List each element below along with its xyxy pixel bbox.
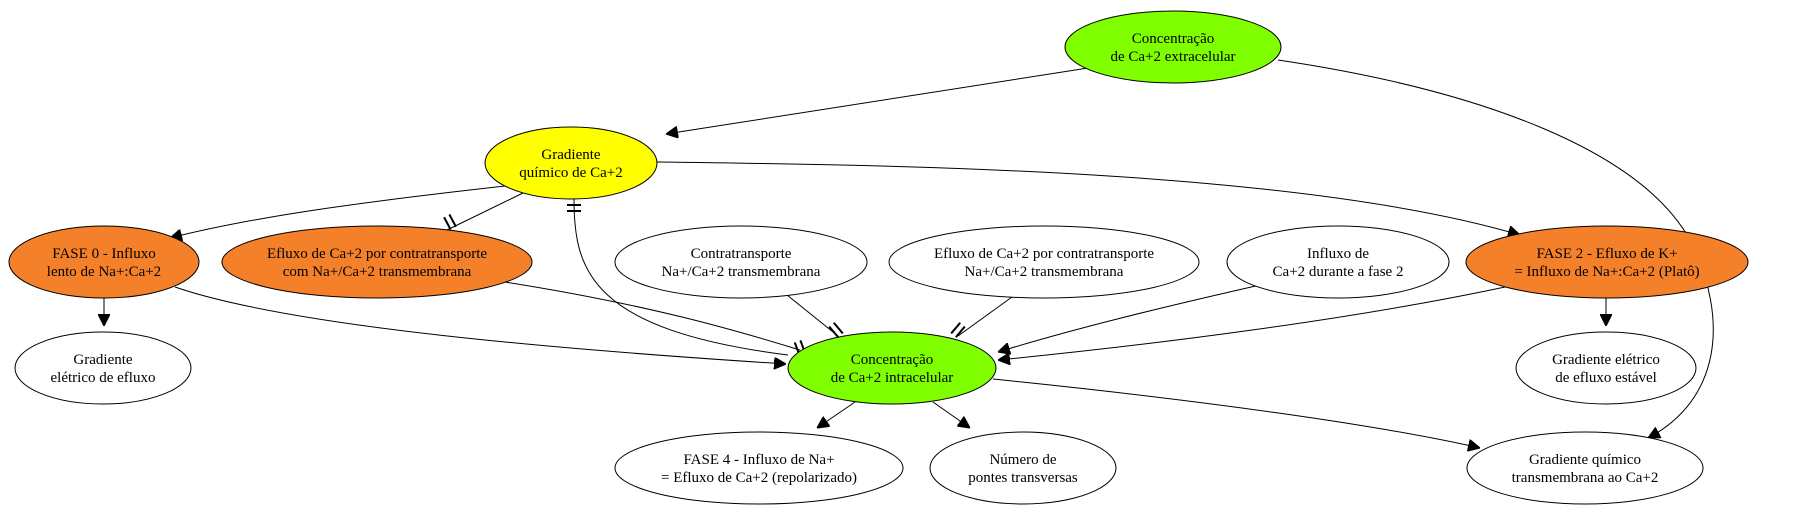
edge-influxo_fase2-to-ca_intra xyxy=(998,284,1261,352)
edge-line xyxy=(174,286,786,364)
edge-grad_quimico-to-efluxo_contra_laranja xyxy=(443,192,524,231)
node-label-line: Concentração xyxy=(1132,31,1214,47)
node-ellipse xyxy=(221,225,533,299)
node-fase4: FASE 4 - Influxo de Na+ = Efluxo de Ca+2 … xyxy=(614,431,904,505)
node-label-line: Gradiente elétrico xyxy=(1552,352,1660,368)
node-label-line: Ca+2 durante a fase 2 xyxy=(1273,264,1404,280)
node-label-line: FASE 4 - Influxo de Na+ xyxy=(683,452,834,468)
node-label-line: elétrico de efluxo xyxy=(51,370,156,386)
node-ellipse xyxy=(484,126,658,200)
node-label-line: Influxo de xyxy=(1307,246,1369,262)
node-label-line: Efluxo de Ca+2 por contratransporte xyxy=(934,246,1154,262)
edges-layer xyxy=(104,59,1714,448)
edge-ca_intra-to-pontes xyxy=(932,401,970,428)
node-efluxo-contra-laranja: Efluxo de Ca+2 por contratransporte com N… xyxy=(221,225,533,299)
node-efluxo-contra-branco: Efluxo de Ca+2 por contratransporteNa+/C… xyxy=(888,225,1200,299)
node-ellipse xyxy=(787,331,997,405)
edge-ca_intra-to-fase4 xyxy=(817,401,856,428)
edge-grad_quimico-to-fase2 xyxy=(655,161,1520,235)
node-label-line: FASE 2 - Efluxo de K+ xyxy=(1536,246,1677,262)
node-ellipse xyxy=(614,431,904,505)
tee-bar xyxy=(955,325,966,338)
node-label-line: transmembrana ao Ca+2 xyxy=(1512,470,1659,486)
node-grad-eletrico-efluxo: Gradiente elétrico de efluxo xyxy=(14,331,192,405)
node-label-line: Efluxo de Ca+2 por contratransporte xyxy=(267,246,487,262)
edge-line xyxy=(998,286,1506,360)
node-ca-extra: Concentração de Ca+2 extracelular xyxy=(1064,10,1282,84)
edge-grad_quimico-to-ca_intra xyxy=(567,198,789,356)
tee-bar xyxy=(448,213,457,228)
edge-line xyxy=(957,296,1013,337)
edge-line xyxy=(170,185,506,238)
tee-bar xyxy=(828,325,839,338)
edge-ca_extra-to-grad_quimico xyxy=(666,67,1089,134)
edge-line xyxy=(655,161,1520,235)
inhibition-tee-mark xyxy=(443,213,457,231)
edge-line xyxy=(666,67,1089,134)
edge-line xyxy=(992,378,1480,448)
node-label-line: Número de xyxy=(989,452,1056,468)
node-label-line: Contratransporte xyxy=(691,246,792,262)
node-ellipse xyxy=(929,431,1117,505)
node-label-line: = Influxo de Na+:Ca+2 (Platô) xyxy=(1514,264,1699,280)
edge-line xyxy=(998,284,1261,352)
inhibition-tee-mark xyxy=(950,322,966,338)
edge-line xyxy=(1277,59,1714,438)
node-label-line: Concentração xyxy=(851,352,933,368)
node-influxo-fase2: Influxo de Ca+2 durante a fase 2 xyxy=(1226,225,1450,299)
edge-ca_extra-to-grad_transmembrana xyxy=(1277,59,1714,438)
node-grad-quimico: Gradiente químico de Ca+2 xyxy=(484,126,658,200)
node-label-line: Gradiente químico xyxy=(1529,452,1641,468)
node-label-line: de efluxo estável xyxy=(1555,370,1657,386)
node-fase0: FASE 0 - Influxo lento de Na+:Ca+2 xyxy=(8,225,200,299)
node-ellipse xyxy=(888,225,1200,299)
edge-ca_intra-to-grad_transmembrana xyxy=(992,378,1480,448)
tee-bar xyxy=(950,322,961,335)
edge-line xyxy=(573,198,789,356)
node-label-line: Gradiente xyxy=(73,352,132,368)
edge-contratransporte-to-ca_intra xyxy=(786,294,844,338)
node-ellipse xyxy=(1466,431,1704,505)
edge-fase0-to-ca_intra xyxy=(174,286,786,364)
node-label-line: FASE 0 - Influxo xyxy=(52,246,155,262)
tee-bar xyxy=(833,322,844,335)
node-label-line: lento de Na+:Ca+2 xyxy=(47,264,161,280)
node-ellipse xyxy=(614,225,868,299)
node-ellipse xyxy=(1515,331,1697,405)
node-label-line: Na+/Ca+2 transmembrana xyxy=(965,264,1124,280)
node-ellipse xyxy=(1465,225,1749,299)
node-ca-intra: Concentração de Ca+2 intracelular xyxy=(787,331,997,405)
node-label-line: pontes transversas xyxy=(968,470,1078,486)
edge-line xyxy=(817,401,856,428)
nodes-layer: Concentração de Ca+2 extracelularGradient… xyxy=(8,10,1749,505)
node-label-line: Na+/Ca+2 transmembrana xyxy=(662,264,821,280)
node-label-line: químico de Ca+2 xyxy=(519,165,622,181)
inhibition-tee-mark xyxy=(567,204,581,212)
node-label-line: Gradiente xyxy=(541,147,600,163)
tee-bar xyxy=(443,216,452,231)
node-fase2: FASE 2 - Efluxo de K+ = Influxo de Na+:Ca… xyxy=(1465,225,1749,299)
node-label-line: de Ca+2 intracelular xyxy=(831,370,954,386)
node-label-line: de Ca+2 extracelular xyxy=(1110,49,1235,65)
node-ellipse xyxy=(1226,225,1450,299)
node-label-line: com Na+/Ca+2 transmembrana xyxy=(283,264,472,280)
edge-line xyxy=(446,192,524,231)
edge-fase2-to-ca_intra xyxy=(998,286,1506,360)
edge-grad_quimico-to-fase0 xyxy=(170,185,506,238)
edge-line xyxy=(932,401,970,428)
edge-efluxo_contra_branco-to-ca_intra xyxy=(950,296,1013,338)
node-grad-eletrico-estavel: Gradiente elétrico de efluxo estável xyxy=(1515,331,1697,405)
inhibition-tee-mark xyxy=(828,322,844,338)
node-ellipse xyxy=(8,225,200,299)
node-grad-transmembrana: Gradiente químico transmembrana ao Ca+2 xyxy=(1466,431,1704,505)
edge-line xyxy=(786,294,839,337)
node-ellipse xyxy=(14,331,192,405)
node-ellipse xyxy=(1064,10,1282,84)
node-label-line: = Efluxo de Ca+2 (repolarizado) xyxy=(661,470,857,486)
edge-line xyxy=(504,281,801,351)
node-pontes: Número de pontes transversas xyxy=(929,431,1117,505)
